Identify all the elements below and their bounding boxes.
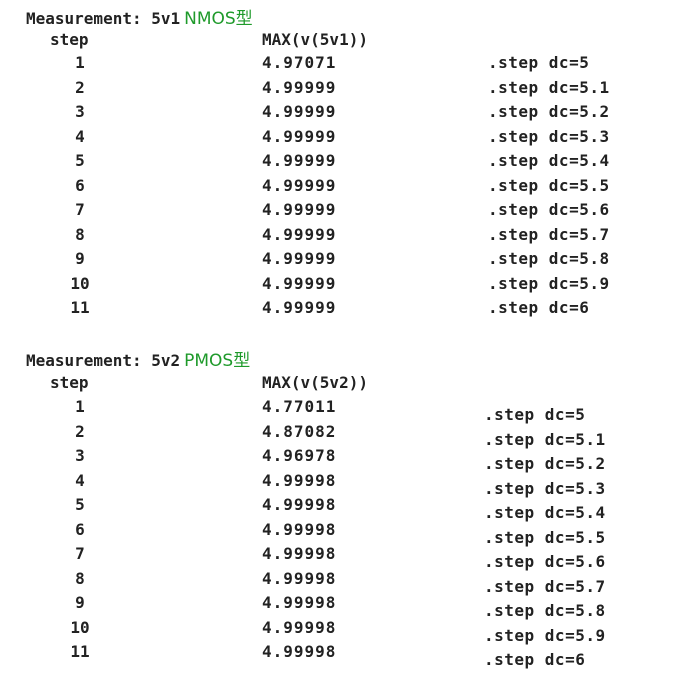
table-row: 6 4.99999 .step dc=5.5: [0, 176, 685, 201]
measurement-value: 4.99999: [262, 224, 337, 244]
measurement-value: 4.99998: [262, 544, 337, 563]
step-number: 3: [75, 446, 85, 465]
measurement-value: 4.99998: [262, 495, 337, 514]
step-command: .step dc=5.7: [484, 576, 606, 596]
step-command: .step dc=5.6: [488, 200, 610, 219]
measurement-value: 4.99998: [262, 519, 337, 539]
table-row: 9 4.99999 .step dc=5.8: [0, 249, 685, 274]
step-command: .step dc=5.8: [488, 249, 610, 268]
column-header-step: step: [50, 373, 89, 392]
table-row: 6 4.99998 .step dc=5.5: [0, 519, 685, 547]
step-number: 11: [70, 642, 90, 661]
measurement-value: 4.96978: [262, 446, 337, 465]
step-command: .step dc=5.6: [484, 552, 606, 571]
step-command: .step dc=5: [484, 405, 586, 424]
table-row: 10 4.99998 .step dc=5.9: [0, 617, 685, 645]
step-command: .step dc=5.1: [484, 429, 606, 449]
step-command: .step dc=6: [484, 650, 586, 669]
step-command: .step dc=5.5: [484, 527, 606, 547]
table-row: 8 4.99998 .step dc=5.7: [0, 568, 685, 596]
step-number: 9: [75, 593, 85, 612]
step-command: .step dc=5.2: [484, 454, 606, 473]
step-number: 8: [75, 224, 85, 244]
step-command: .step dc=5.9: [484, 625, 606, 645]
table-row: 1 4.77011 .step dc=5: [0, 397, 685, 424]
table-row: 3 4.99999 .step dc=5.2: [0, 102, 685, 127]
measurement-label: Measurement: 5v2: [26, 351, 181, 370]
table-row: 1 4.97071 .step dc=5: [0, 53, 685, 78]
step-number: 2: [75, 77, 85, 97]
step-number: 10: [70, 273, 90, 293]
step-number: 7: [75, 200, 85, 219]
measurement-value: 4.77011: [262, 397, 337, 416]
table-row: 2 4.87082 .step dc=5.1: [0, 421, 685, 449]
table-row: 7 4.99999 .step dc=5.6: [0, 200, 685, 225]
measurement-value: 4.99998: [262, 617, 337, 637]
step-command: .step dc=5.4: [484, 503, 606, 522]
step-number: 3: [75, 102, 85, 121]
table-row: 7 4.99998 .step dc=5.6: [0, 544, 685, 571]
measurement-value: 4.99999: [262, 77, 337, 97]
measurement-value: 4.99998: [262, 568, 337, 588]
measurement-type: NMOS型: [184, 9, 253, 29]
measurement-label: Measurement: 5v1: [26, 9, 181, 28]
column-header-value: MAX(v(5v2)): [262, 373, 368, 392]
measurement-value: 4.99998: [262, 470, 337, 490]
table-row: 8 4.99999 .step dc=5.7: [0, 225, 685, 250]
measurement-value: 4.99999: [262, 200, 337, 219]
step-number: 10: [70, 617, 90, 637]
step-number: 11: [70, 298, 90, 317]
step-command: .step dc=5.3: [488, 126, 610, 146]
step-number: 6: [75, 519, 85, 539]
table-row: 2 4.99999 .step dc=5.1: [0, 78, 685, 103]
measurement-value: 4.99999: [262, 273, 337, 293]
measurement-value: 4.99999: [262, 249, 337, 268]
column-header-step: step: [50, 30, 89, 49]
column-header-value: MAX(v(5v1)): [262, 30, 368, 49]
step-command: .step dc=5.1: [488, 77, 610, 97]
step-command: .step dc=5.3: [484, 478, 606, 498]
measurement-value: 4.99999: [262, 151, 337, 170]
step-number: 9: [75, 249, 85, 268]
step-command: .step dc=5.9: [488, 273, 610, 293]
step-command: .step dc=6: [488, 298, 590, 317]
measurement-value: 4.99999: [262, 126, 337, 146]
measurement-value: 4.87082: [262, 421, 337, 441]
table-row: 4 4.99998 .step dc=5.3: [0, 470, 685, 498]
measurement-value: 4.99998: [262, 593, 337, 612]
step-number: 2: [75, 421, 85, 441]
step-number: 1: [75, 53, 85, 72]
step-command: .step dc=5.4: [488, 151, 610, 170]
table-row: 4 4.99999 .step dc=5.3: [0, 127, 685, 152]
step-number: 4: [75, 470, 85, 490]
measurement-value: 4.99998: [262, 642, 337, 661]
measurement-type: PMOS型: [184, 351, 251, 371]
step-number: 7: [75, 544, 85, 563]
table-row: 9 4.99998 .step dc=5.8: [0, 593, 685, 620]
measurement-value: 4.99999: [262, 298, 337, 317]
step-number: 6: [75, 175, 85, 195]
step-command: .step dc=5.8: [484, 601, 606, 620]
step-number: 5: [75, 151, 85, 170]
step-command: .step dc=5.2: [488, 102, 610, 121]
measurement-value: 4.99999: [262, 102, 337, 121]
table-row: 11 4.99999 .step dc=6: [0, 298, 685, 323]
step-number: 4: [75, 126, 85, 146]
table-row: 5 4.99998 .step dc=5.4: [0, 495, 685, 522]
step-command: .step dc=5.5: [488, 175, 610, 195]
step-command: .step dc=5: [488, 53, 590, 72]
step-number: 1: [75, 397, 85, 416]
step-number: 5: [75, 495, 85, 514]
table-row: 11 4.99998 .step dc=6: [0, 642, 685, 669]
measurement-value: 4.97071: [262, 53, 337, 72]
measurement-value: 4.99999: [262, 175, 337, 195]
table-row: 5 4.99999 .step dc=5.4: [0, 151, 685, 176]
step-number: 8: [75, 568, 85, 588]
step-command: .step dc=5.7: [488, 224, 610, 244]
table-row: 10 4.99999 .step dc=5.9: [0, 274, 685, 299]
table-row: 3 4.96978 .step dc=5.2: [0, 446, 685, 473]
